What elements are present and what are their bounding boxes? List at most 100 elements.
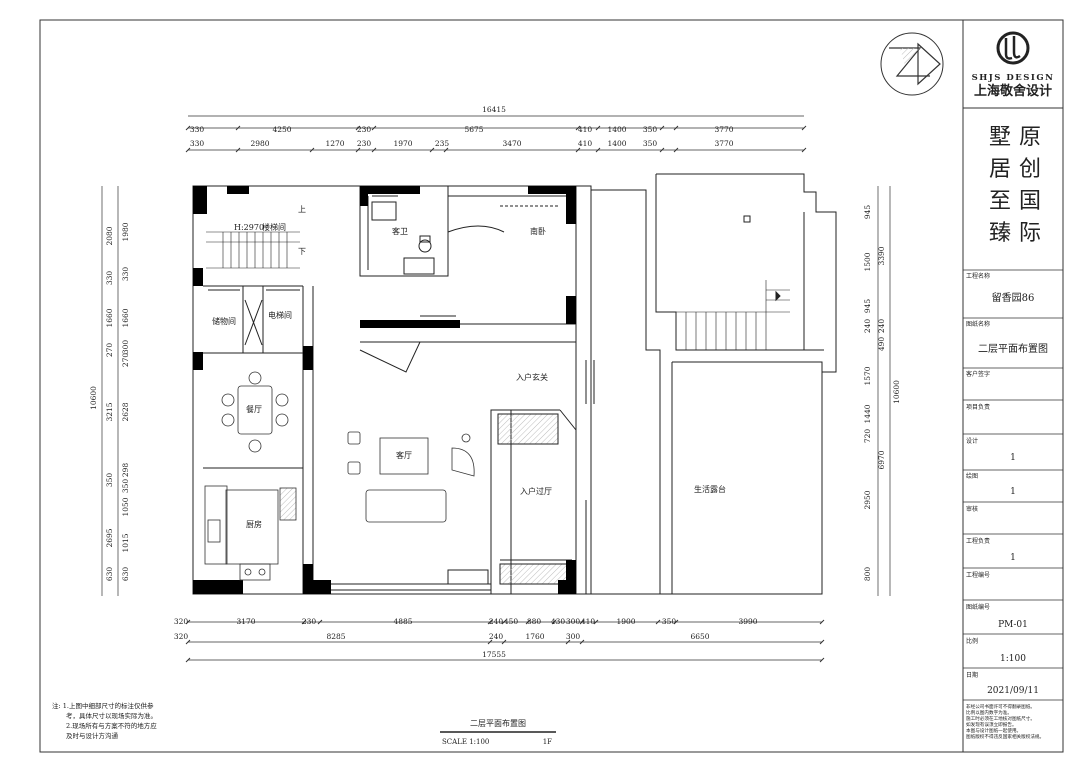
date-value: 2021/09/11 — [987, 686, 1039, 696]
label-client-sign: 客户签字 — [966, 370, 990, 378]
dim-bot-r1: 3170 — [236, 617, 255, 626]
dim-bot-r1: 320 — [174, 617, 189, 626]
dim-top-r2: 2980 — [250, 139, 269, 148]
engineering-lead-value: 1 — [1010, 553, 1016, 563]
sheet-no: PM-01 — [998, 620, 1028, 630]
dim-bot-r1: 1900 — [616, 617, 635, 626]
caption-title: 二层平面布置图 — [470, 718, 526, 728]
dim-top-r1: 410 — [578, 125, 593, 134]
footer-note: 比例以图内数字为准。 — [966, 709, 1012, 716]
dim-left-r2: 270 — [121, 353, 130, 368]
caption-floor: 1F — [543, 738, 552, 746]
company-name: 上海敬舍设计 — [974, 83, 1052, 99]
dim-right-r1: 1440 — [863, 404, 872, 423]
dim-top-r2: 410 — [578, 139, 593, 148]
dim-left-r1: 1660 — [105, 308, 114, 327]
slogan-char: 臻 — [989, 221, 1011, 246]
company-logo: SHJS DESIGN 上海敬舍设计 — [972, 31, 1055, 99]
dim-bottom-total: 17555 — [482, 650, 506, 659]
label-date: 日期 — [966, 671, 978, 679]
dim-bot-r2: 320 — [174, 632, 189, 641]
dim-right-r1: 945 — [863, 299, 872, 314]
design-value: 1 — [1010, 453, 1016, 463]
dim-left-r2: 630 — [121, 567, 130, 582]
dim-right-r1: 1570 — [863, 366, 872, 385]
dim-bot-r1: 450 — [504, 617, 519, 626]
north-arrow-icon — [880, 32, 944, 96]
room-elevator: 电梯间 — [268, 310, 292, 320]
furniture — [204, 371, 475, 581]
title-block: SHJS DESIGN 上海敬舍设计 墅 居 至 臻 原 创 国 际 — [962, 20, 1063, 752]
room-terrace: 生活露台 — [694, 484, 726, 494]
room-kitchen: 厨房 — [246, 519, 262, 529]
dim-top-r1: 4250 — [272, 125, 291, 134]
dim-bot-r2: 300 — [566, 632, 581, 641]
dim-bot-r2: 240 — [489, 632, 504, 641]
slogan-char: 至 — [989, 189, 1011, 214]
drawing-notes: 注: 1.上图中细部尺寸的标注仅供参 考，具体尺寸以现场实际为准。 2.现场所有… — [52, 701, 157, 740]
dim-top-r2: 3470 — [502, 139, 521, 148]
dim-left-r2: 1015 — [121, 533, 130, 552]
dim-top-r2: 350 — [643, 139, 658, 148]
footer-note: 非经公司书面许可不得翻录图纸。 — [966, 703, 1035, 710]
slogan-char: 国 — [1019, 189, 1041, 214]
drawing-name: 二层平面布置图 — [978, 343, 1048, 355]
dim-top-r2: 1270 — [325, 139, 344, 148]
room-dining: 餐厅 — [246, 405, 262, 414]
dim-bot-r1: 300 — [566, 617, 581, 626]
dim-left-r2: 1050 — [121, 497, 130, 516]
slogan-char: 创 — [1019, 157, 1041, 182]
dim-left-r1: 350 — [105, 473, 114, 488]
label-review: 审核 — [966, 505, 978, 513]
dim-bot-r1: 350 — [662, 617, 677, 626]
dim-top-r1: 330 — [190, 125, 205, 134]
dim-top-total: 16415 — [482, 105, 506, 114]
dimension-lines — [101, 115, 891, 661]
label-project-name: 工程名称 — [966, 272, 990, 280]
dim-top-r2: 230 — [357, 139, 372, 148]
label-engineering-no: 工程编号 — [966, 571, 990, 579]
label-drawing-name: 图纸名称 — [966, 320, 990, 328]
drawing-caption: 二层平面布置图 SCALE 1:100 1F — [440, 718, 556, 746]
brand-text: SHJS DESIGN — [972, 73, 1055, 83]
stair-down-label: 下 — [298, 247, 306, 256]
room-stair-hall: 楼梯间 — [262, 222, 286, 232]
room-entry-hall: 入户过厅 — [520, 486, 552, 496]
dim-left-r2: 300 — [121, 340, 130, 355]
dim-bot-r1: 240 — [489, 617, 504, 626]
stair-up-label: 上 — [298, 205, 306, 214]
dim-bot-r2: 8285 — [326, 632, 345, 641]
footer-note: 本图与设计图纸一起使用。 — [966, 727, 1021, 734]
slogan: 墅 居 至 臻 原 创 国 际 — [989, 125, 1041, 246]
dim-right-r2: 490 — [877, 337, 886, 352]
plan-outline — [192, 173, 837, 595]
slogan-char: 际 — [1019, 221, 1041, 246]
dim-top-r1: 230 — [357, 125, 372, 134]
note-line: 2.现场所有与方案不符的地方应 — [66, 721, 157, 730]
footer-note: 如发现有误须立即报告。 — [966, 721, 1017, 728]
project-name: 留香园86 — [992, 291, 1035, 304]
dim-bot-r1: 410 — [581, 617, 596, 626]
label-sheet-no: 图纸编号 — [966, 603, 990, 611]
dim-left-r2: 1660 — [121, 308, 130, 327]
dim-bot-r2: 6650 — [690, 632, 709, 641]
dim-left-r1: 3215 — [105, 402, 114, 421]
dim-left-r2: 1980 — [121, 222, 130, 241]
dim-right-r2: 3390 — [877, 246, 886, 265]
dim-left-r1: 2080 — [105, 226, 114, 245]
dim-left-r1: 630 — [105, 567, 114, 582]
dimension-ticks — [185, 125, 825, 663]
dim-right-r1: 800 — [863, 567, 872, 582]
dim-left-r2: 298 — [121, 463, 130, 478]
label-project-lead: 项目负责 — [966, 403, 990, 411]
dim-top-r1: 5675 — [464, 125, 483, 134]
dim-right-r2: 240 — [877, 319, 886, 334]
label-scale: 比例 — [966, 637, 978, 645]
dim-bot-r1: 430 — [551, 617, 566, 626]
dim-left-r1: 2695 — [105, 528, 114, 547]
dim-bot-r1: 230 — [302, 617, 317, 626]
room-storage: 储物间 — [212, 316, 236, 326]
dim-right: 10600 945 1500 945 240 1570 1440 720 295… — [863, 205, 901, 582]
dim-top-r2: 235 — [435, 139, 450, 148]
label-engineering-lead: 工程负责 — [966, 537, 990, 545]
